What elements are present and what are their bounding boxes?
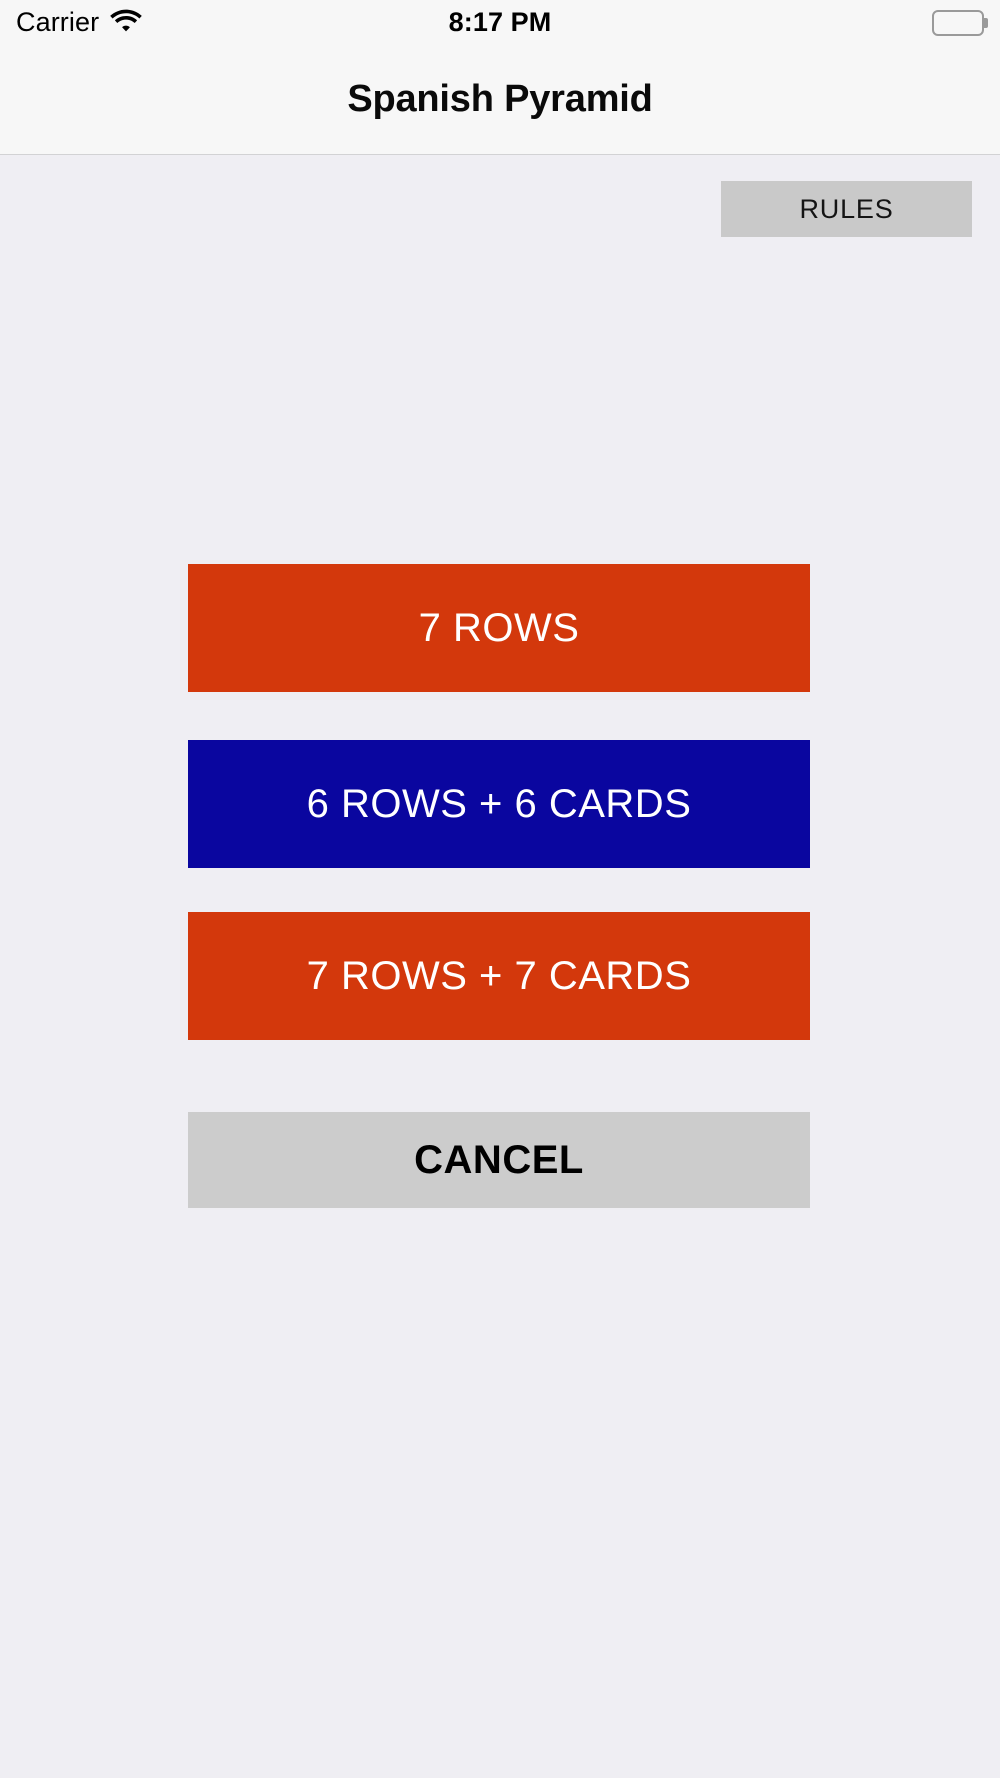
navigation-bar: Spanish Pyramid [0, 45, 1000, 155]
status-bar-left: Carrier [16, 0, 143, 45]
wifi-icon [110, 8, 143, 37]
battery-nub [984, 17, 988, 28]
carrier-label: Carrier [16, 7, 100, 37]
option-button-7-rows[interactable]: 7 ROWS [188, 564, 810, 692]
main-content: RULES 7 ROWS 6 ROWS + 6 CARDS 7 ROWS + 7… [0, 156, 1000, 1778]
page-title: Spanish Pyramid [347, 78, 653, 120]
cancel-button[interactable]: CANCEL [188, 1112, 810, 1208]
option-button-6-rows-6-cards[interactable]: 6 ROWS + 6 CARDS [188, 740, 810, 868]
rules-button[interactable]: RULES [721, 181, 972, 237]
clock-label: 8:17 PM [448, 7, 552, 37]
battery-full-icon [932, 9, 988, 36]
option-button-7-rows-7-cards[interactable]: 7 ROWS + 7 CARDS [188, 912, 810, 1040]
status-bar: Carrier 8:17 PM [0, 0, 1000, 45]
status-bar-right [932, 0, 988, 45]
